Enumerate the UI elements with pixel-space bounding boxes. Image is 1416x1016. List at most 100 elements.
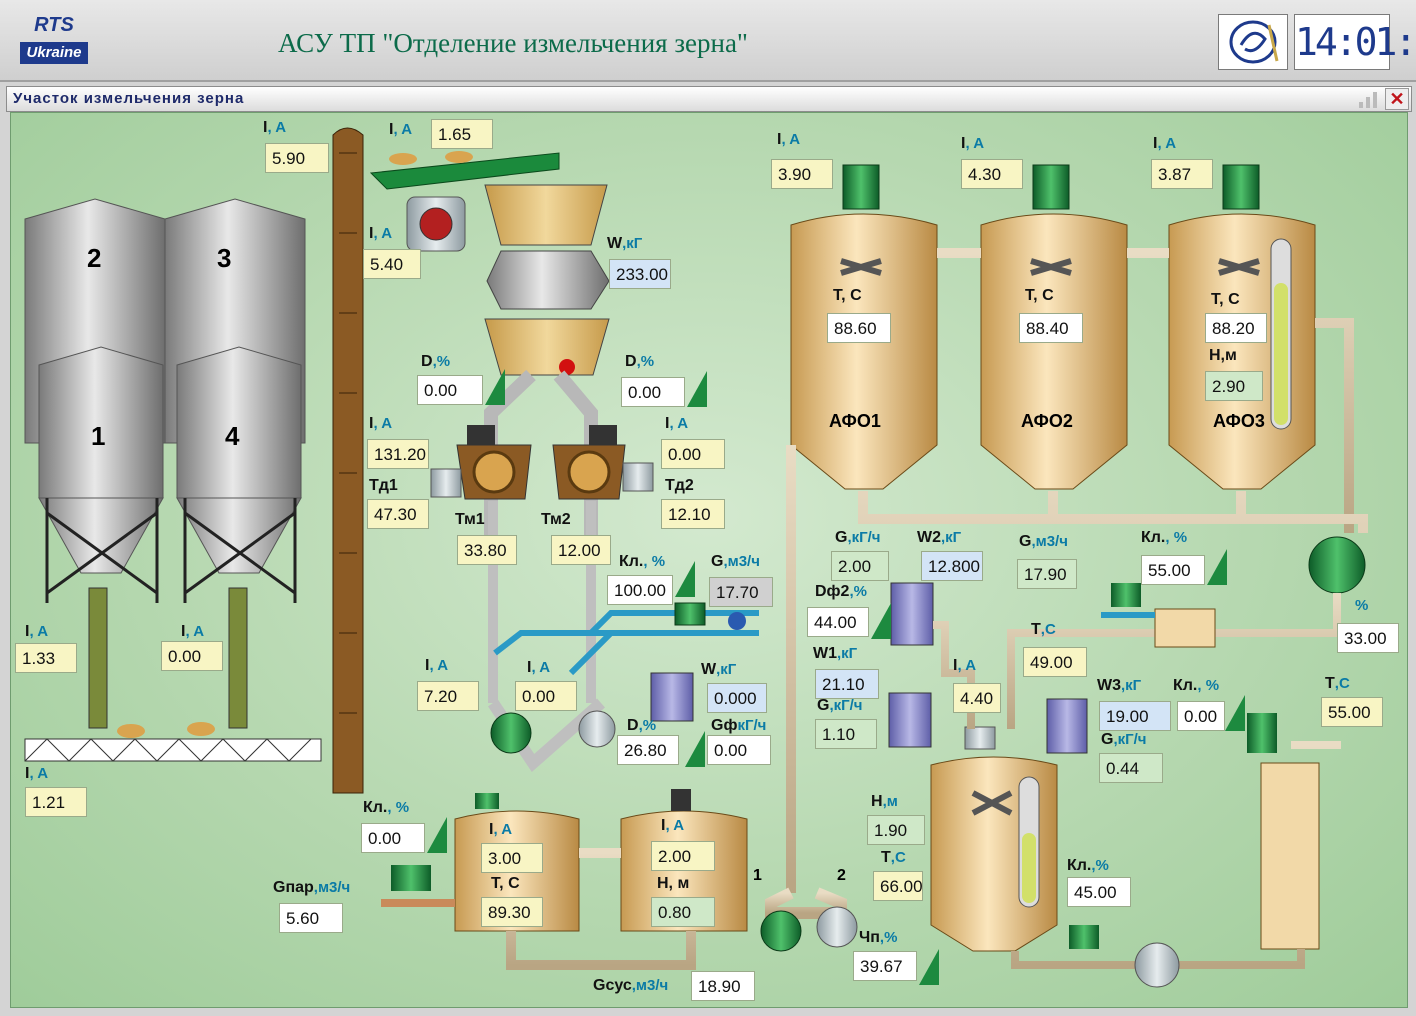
i-silo4-value: 0.00 [161, 641, 223, 671]
t-mix1-label: Т, С [491, 875, 520, 893]
d-right-setpoint-flag-icon[interactable] [687, 371, 707, 407]
kl-w3-setpoint-flag-icon[interactable] [1225, 695, 1245, 731]
d-right-label-part: D [625, 353, 637, 370]
gpar-label-part: Gпар [273, 879, 314, 896]
kl-w3-label-part: , % [1197, 677, 1220, 694]
i-silo1-value: 1.33 [15, 643, 77, 673]
chp-value[interactable]: 39.67 [853, 951, 917, 981]
i-silo4-label-part: I [181, 623, 186, 640]
i-mix1-label-part: , A [493, 821, 513, 838]
clock-seconds: 08 [1414, 20, 1416, 64]
t-afo1-value[interactable]: 88.60 [827, 313, 891, 343]
kl-steam-label: Кл., % [363, 799, 409, 817]
kl-steam-value[interactable]: 0.00 [361, 823, 425, 853]
kl-w3-value[interactable]: 0.00 [1177, 701, 1225, 731]
g-dose2-label-part: ,кГ/ч [829, 697, 863, 714]
t-valve-value: 49.00 [1023, 647, 1087, 677]
t-right-label-part: Т [1325, 675, 1335, 692]
i-mix2-label: I, A [661, 817, 684, 835]
afo2-label: АФО2 [1021, 411, 1073, 431]
g-dose-label: G,кГ/ч [835, 529, 881, 547]
d-left-label-part: ,% [432, 353, 451, 370]
tm1-value: 33.80 [457, 535, 517, 565]
silo-3-number: 3 [217, 243, 232, 273]
w-tank-label: W,кГ [701, 661, 736, 679]
g-dose-label-part: G [835, 529, 848, 546]
h-mix2-label: Н, м [657, 875, 689, 893]
kl-big-value[interactable]: 45.00 [1067, 877, 1131, 907]
silo-4-number: 4 [225, 421, 240, 451]
i-screw-label: I, A [25, 765, 48, 783]
kl-big-label: Кл.,% [1067, 857, 1109, 875]
df2-setpoint-flag-icon[interactable] [871, 603, 891, 639]
d-tank-setpoint-flag-icon[interactable] [685, 731, 705, 767]
t-afo2-value[interactable]: 88.40 [1019, 313, 1083, 343]
w3-label-part: ,кГ [1121, 677, 1142, 694]
w-scale-label-part: W [607, 235, 623, 252]
t-afo3-value[interactable]: 88.20 [1205, 313, 1267, 343]
t-afo2-label: Т, С [1025, 287, 1054, 305]
d-tank-value[interactable]: 26.80 [617, 735, 679, 765]
pump-2-label: 2 [837, 867, 846, 884]
app-title: АСУ ТП "Отделение измельчения зерна" [278, 28, 748, 58]
fan-blower [406, 196, 466, 252]
td1-label: Тд1 [369, 477, 398, 495]
d-right-value[interactable]: 0.00 [621, 377, 685, 407]
i-mix2-label-part: I [661, 817, 666, 834]
i-afo1-value: 3.90 [771, 159, 833, 189]
w-tank-label-part: ,кГ [716, 661, 737, 678]
window-close-button[interactable]: ✕ [1385, 88, 1409, 110]
w1-label: W1,кГ [813, 645, 857, 663]
g-water-label: G,м3/ч [711, 553, 760, 571]
d-tank-label-part: D [627, 717, 639, 734]
kl-water-setpoint-flag-icon[interactable] [675, 561, 695, 597]
t-valve-label-part: Т [1031, 621, 1041, 638]
td1-value: 47.30 [367, 499, 429, 529]
i-fan-label-part: , A [373, 225, 393, 242]
t-afo3-label: Т, С [1211, 291, 1240, 309]
g-flow-label-part: ,м3/ч [1031, 533, 1068, 550]
t-afo1-label: Т, С [833, 287, 862, 305]
i-afo3-label-part: , A [1157, 135, 1177, 152]
kl-hex-label-part: , % [1165, 529, 1188, 546]
kl-water-value[interactable]: 100.00 [607, 575, 673, 605]
d-left-label-part: D [421, 353, 433, 370]
gpar-label-part: ,м3/ч [313, 879, 351, 896]
pct-right-label: % [1355, 597, 1368, 615]
pct-right-value[interactable]: 33.00 [1337, 623, 1399, 653]
i-pump-a-label-part: , A [429, 657, 449, 674]
d-tank-label: D,% [627, 717, 656, 735]
i-silo4-label: I, A [181, 623, 204, 641]
d-left-setpoint-flag-icon[interactable] [485, 369, 505, 405]
tm2-value: 12.00 [551, 535, 611, 565]
g-water-value: 17.70 [709, 577, 773, 607]
window-title-bar[interactable]: Участок измельчения зерна ✕ [6, 86, 1412, 112]
kl-steam-setpoint-flag-icon[interactable] [427, 817, 447, 853]
i-afo2-label-part: I [961, 135, 966, 152]
gf-label-part: кГ/ч [737, 717, 767, 734]
w-scale-label-part: ,кГ [622, 235, 643, 252]
water-line [493, 602, 759, 722]
chp-setpoint-flag-icon[interactable] [919, 949, 939, 985]
w2-label-part: W2 [917, 529, 941, 546]
i-screw-value: 1.21 [25, 787, 87, 817]
d-left-value[interactable]: 0.00 [417, 375, 483, 405]
h-afo3-label: Н,м [1209, 347, 1237, 365]
gsus-value[interactable]: 18.90 [691, 971, 755, 1001]
h-big-value: 1.90 [867, 815, 925, 845]
kl-w3-label-part: Кл. [1173, 677, 1198, 694]
g-water-label-part: G [711, 553, 724, 570]
h-big-label-part: ,м [882, 793, 898, 810]
kl-hex-value[interactable]: 55.00 [1141, 555, 1205, 585]
kl-hex-setpoint-flag-icon[interactable] [1207, 549, 1227, 585]
df2-value[interactable]: 44.00 [807, 607, 869, 637]
w2-label-part: ,кГ [941, 529, 962, 546]
t-big-value: 66.00 [873, 871, 923, 901]
i-small-value: 4.40 [953, 683, 1001, 713]
h-afo3-label-part: Н,м [1209, 347, 1237, 364]
gpar-value[interactable]: 5.60 [279, 903, 343, 933]
gf-value[interactable]: 0.00 [707, 735, 771, 765]
h-big-label-part: Н [871, 793, 883, 810]
w-tank-label-part: W [701, 661, 717, 678]
i-td1-label-part: I [369, 415, 374, 432]
